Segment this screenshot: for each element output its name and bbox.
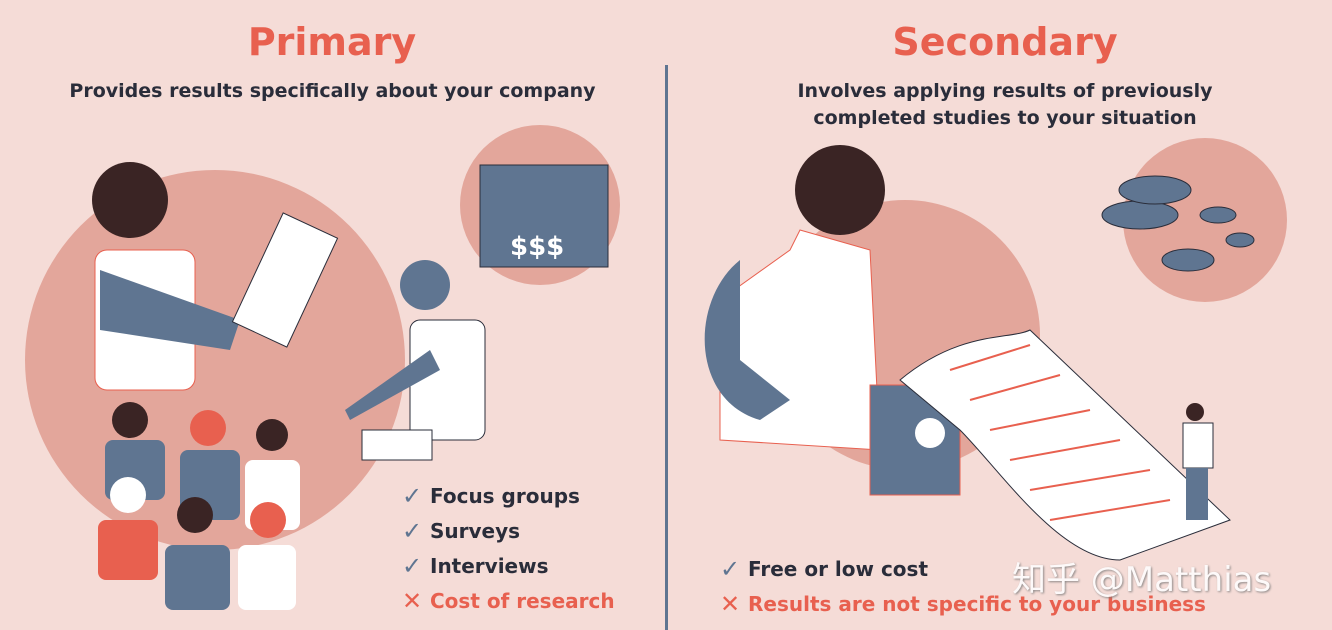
- researcher-figure: [92, 162, 339, 391]
- interviewer-figure: [345, 260, 486, 461]
- list-item: ✓Surveys: [402, 516, 521, 545]
- list-item: ✓Interviews: [402, 551, 549, 580]
- cross-icon: ✕: [402, 586, 423, 615]
- long-document: [899, 329, 1231, 561]
- primary-title: Primary: [247, 20, 417, 64]
- primary-subtitle: Provides results specifically about your…: [69, 80, 596, 102]
- divider: [665, 65, 668, 630]
- list-item: ✕Results are not specific to your busine…: [720, 589, 1206, 618]
- list-item: ✓Focus groups: [402, 481, 580, 510]
- watermark: 知乎 @Matthias: [1012, 560, 1272, 600]
- list-item: ✕Cost of research: [402, 586, 615, 615]
- small-person-figure: [1182, 403, 1214, 520]
- secondary-list: ✓Free or low cost ✕Results are not speci…: [720, 551, 1206, 621]
- secondary-subtitle: Involves applying results of previously …: [740, 78, 1270, 132]
- secondary-title: Secondary: [892, 20, 1118, 64]
- secondary-subtitle-line-2: completed studies to your situation: [813, 107, 1197, 129]
- cross-icon: ✕: [720, 589, 741, 618]
- list-item: ✓Free or low cost: [720, 554, 928, 583]
- coins-icon: [1101, 175, 1255, 272]
- check-icon: ✓: [402, 516, 423, 545]
- check-icon: ✓: [402, 481, 423, 510]
- focus-group-people: [98, 402, 300, 610]
- secondary-subtitle-line-1: Involves applying results of previously: [797, 80, 1213, 102]
- money-stack-icon: [479, 164, 609, 268]
- check-icon: ✓: [720, 554, 741, 583]
- check-icon: ✓: [402, 551, 423, 580]
- svg-text:$$$: $$$: [510, 232, 564, 262]
- primary-list: ✓Focus groups ✓Surveys ✓Interviews ✕Cost…: [402, 478, 615, 618]
